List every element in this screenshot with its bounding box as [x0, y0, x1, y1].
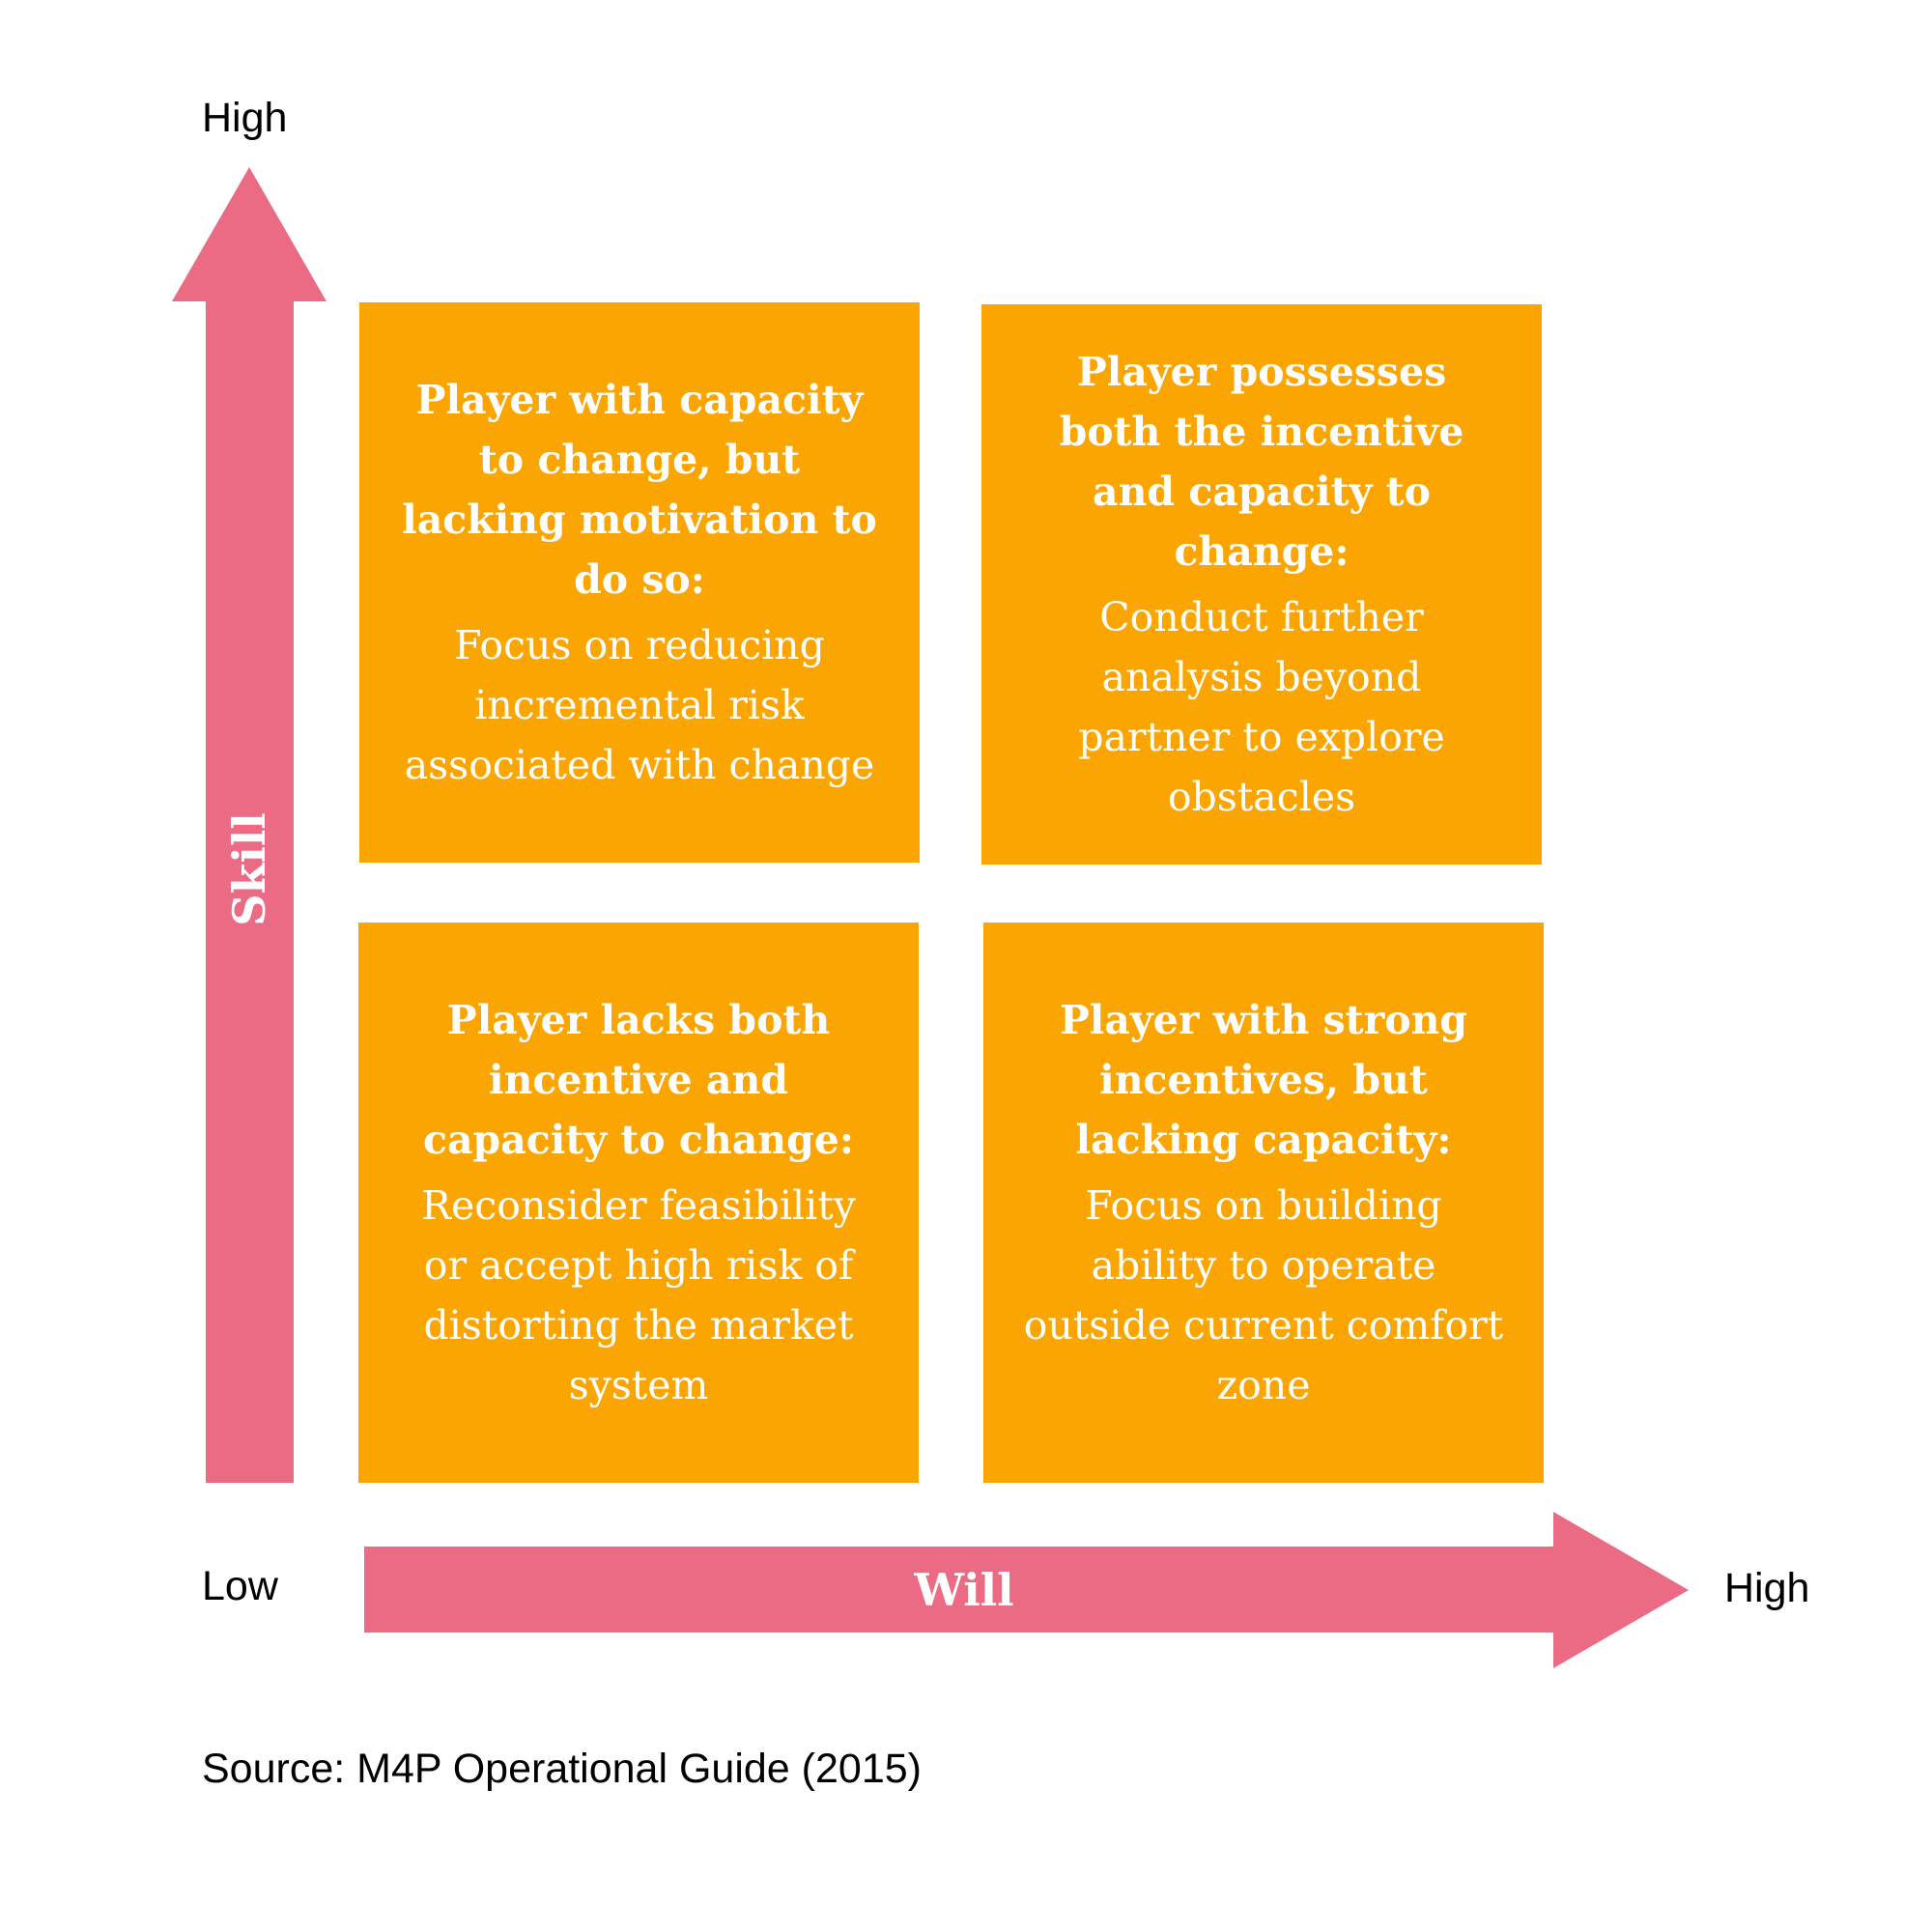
quadrant-body: Conduct further analysis beyond partner …	[1078, 594, 1445, 820]
quadrant-title: Player possesses both the incentive and …	[1059, 349, 1464, 575]
x-axis-low-label: Low	[202, 1563, 278, 1609]
quadrant-body: Reconsider feasibility or accept high ri…	[421, 1182, 856, 1408]
will-axis-label: Will	[913, 1564, 1013, 1616]
source-caption: Source: M4P Operational Guide (2015)	[202, 1746, 922, 1792]
quadrant-high-skill-high-will: Player possesses both the incentive and …	[981, 304, 1542, 865]
y-axis-high-label: High	[202, 95, 288, 141]
quadrant-title: Player lacks both incentive and capacity…	[423, 997, 854, 1163]
quadrant-high-skill-low-will: Player with capacity to change, but lack…	[359, 302, 920, 863]
skill-axis-arrow	[172, 167, 327, 1483]
quadrant-low-skill-high-will: Player with strong incentives, but lacki…	[983, 923, 1544, 1483]
quadrant-title: Player with capacity to change, but lack…	[402, 377, 877, 603]
x-axis-high-label: High	[1724, 1565, 1810, 1611]
quadrant-low-skill-low-will: Player lacks both incentive and capacity…	[358, 923, 919, 1483]
quadrant-body: Focus on reducing incremental risk assoc…	[404, 622, 875, 788]
quadrant-body: Focus on building ability to operate out…	[1023, 1182, 1504, 1408]
will-axis-arrow	[364, 1512, 1689, 1668]
skill-axis-label: Skill	[223, 812, 275, 926]
quadrant-title: Player with strong incentives, but lacki…	[1059, 997, 1468, 1163]
